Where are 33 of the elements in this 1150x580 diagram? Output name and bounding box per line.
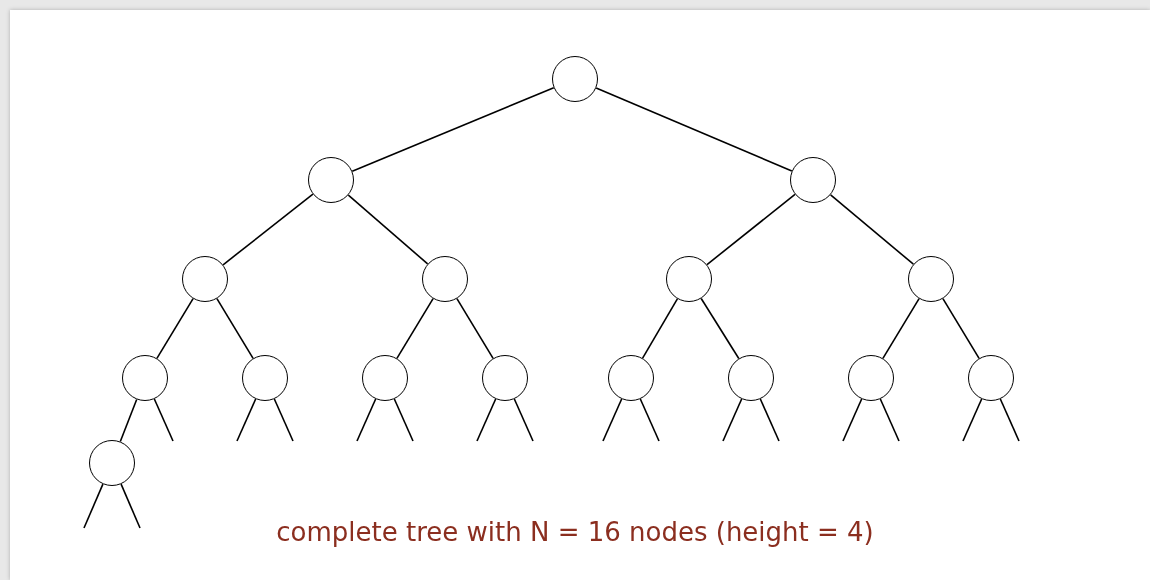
tree-edge: [119, 398, 138, 443]
null-link-line: [602, 398, 623, 442]
tree-edge: [396, 297, 434, 360]
tree-edge: [882, 297, 920, 360]
null-link-line: [722, 398, 743, 442]
null-link-line: [639, 398, 660, 442]
null-link-line: [273, 398, 294, 442]
tree-edge: [216, 297, 254, 360]
tree-edge: [706, 193, 796, 266]
tree-edge: [700, 297, 740, 360]
tree-edge: [156, 297, 194, 360]
null-link-line: [962, 398, 983, 442]
null-link-line: [83, 483, 104, 529]
null-link-line: [120, 483, 141, 529]
null-link-line: [476, 398, 497, 442]
tree-edge: [595, 87, 793, 172]
tree-edge: [456, 297, 494, 360]
null-link-line: [236, 398, 257, 442]
null-link-line: [393, 398, 414, 442]
null-link-line: [153, 398, 174, 442]
tree-edge: [351, 87, 555, 172]
tree-edge: [222, 193, 314, 266]
null-link-line: [356, 398, 377, 442]
null-link-line: [759, 398, 780, 442]
caption: complete tree with N = 16 nodes (height = 4): [276, 517, 874, 547]
null-link-line: [999, 398, 1020, 442]
null-link-line: [879, 398, 900, 442]
tree-edge: [641, 298, 679, 359]
tree-edge: [829, 194, 915, 266]
null-link-line: [842, 398, 863, 442]
tree-edge: [942, 297, 980, 360]
null-link-line: [513, 398, 534, 442]
tree-edge: [347, 194, 429, 265]
